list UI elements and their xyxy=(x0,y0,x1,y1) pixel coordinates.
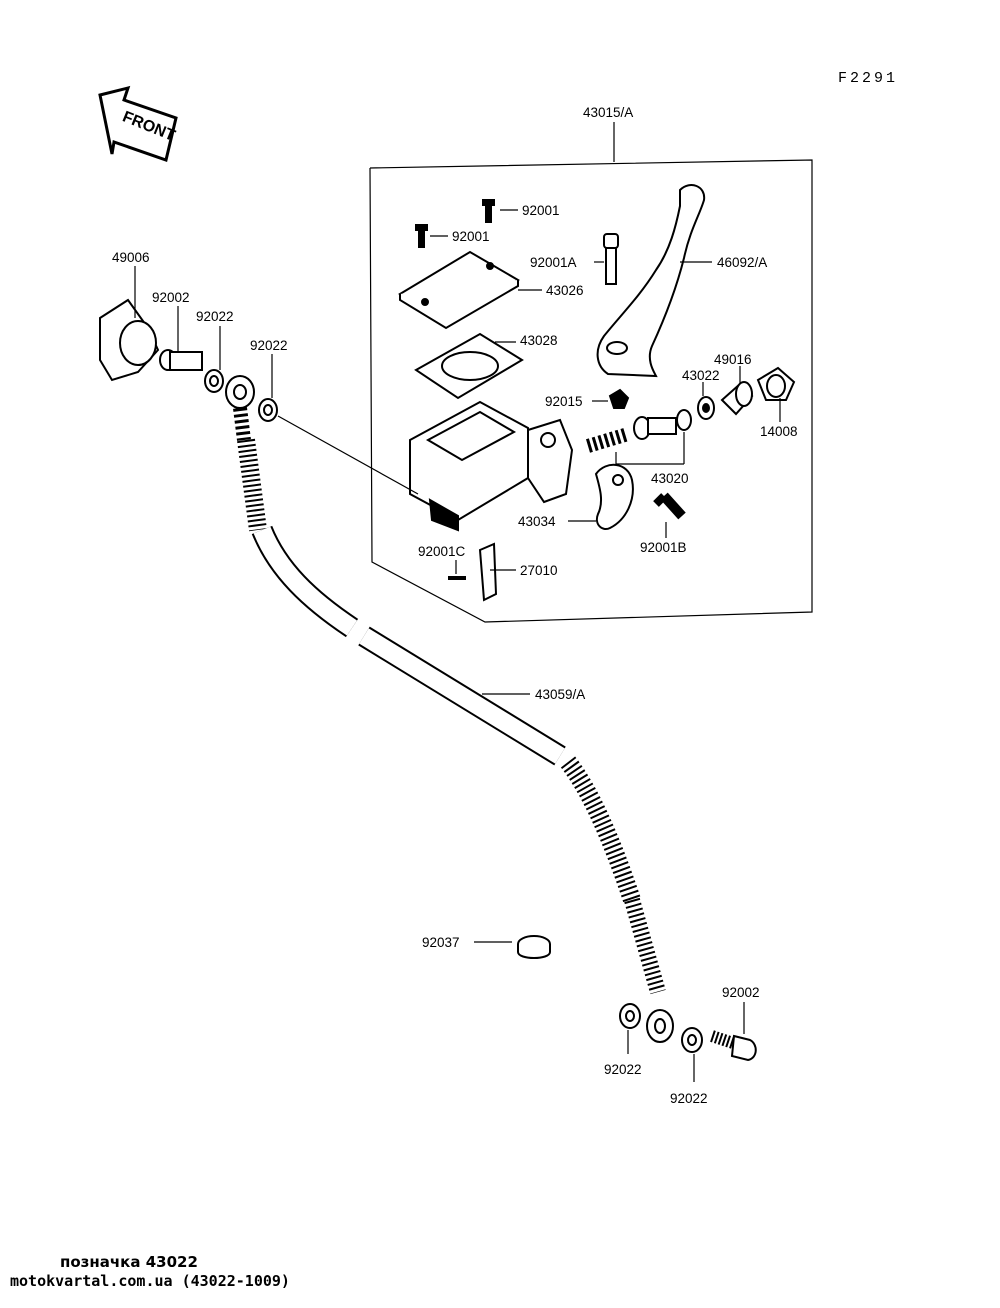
label-92022-bottom-1: 92022 xyxy=(604,1062,642,1077)
label-27010: 27010 xyxy=(520,563,558,578)
label-14008: 14008 xyxy=(760,424,798,439)
label-43020: 43020 xyxy=(651,471,689,486)
washer-43022 xyxy=(697,382,715,420)
banjo-fitting-top xyxy=(225,375,255,409)
leader-line-cylinder xyxy=(277,415,419,495)
washer-92022-top-1 xyxy=(204,326,224,393)
label-46092A: 46092/A xyxy=(717,255,767,270)
label-43015A: 43015/A xyxy=(583,105,633,120)
label-43034: 43034 xyxy=(518,514,556,529)
brake-lever-46092A xyxy=(596,184,712,378)
nut-92015 xyxy=(592,388,630,409)
diaphragm-43028 xyxy=(414,332,524,400)
label-92037: 92037 xyxy=(422,935,460,950)
label-92002-bottom: 92002 xyxy=(722,985,760,1000)
screw-92001-left xyxy=(415,224,448,248)
grommet-92037 xyxy=(474,935,551,959)
cover-14008 xyxy=(756,366,796,422)
label-92001A: 92001A xyxy=(530,255,577,270)
bolt-92001B xyxy=(653,492,686,538)
label-92022-bottom-2: 92022 xyxy=(670,1091,708,1106)
label-92001C: 92001C xyxy=(418,544,466,559)
piston-assembly-43020 xyxy=(585,409,692,465)
banjo-fitting-bottom xyxy=(646,1009,674,1043)
screw-92001C xyxy=(448,560,466,580)
label-92001B: 92001B xyxy=(640,540,687,555)
washer-92022-bottom-1 xyxy=(619,1003,641,1054)
label-49006: 49006 xyxy=(112,250,150,265)
reservoir-cap-43026 xyxy=(398,250,542,330)
label-92015: 92015 xyxy=(545,394,583,409)
label-43022: 43022 xyxy=(682,368,720,383)
boot-49006 xyxy=(99,266,160,382)
front-arrow-icon: FRONT xyxy=(98,85,178,162)
footer-source: motokvartal.com.ua (43022-1009) xyxy=(10,1272,290,1290)
switch-27010 xyxy=(478,542,516,602)
screw-92001-top xyxy=(482,199,518,223)
banjo-bolt-92002-top xyxy=(159,306,203,371)
label-92022-top-1: 92022 xyxy=(196,309,234,324)
washer-92022-bottom-2 xyxy=(681,1027,703,1082)
label-43059A: 43059/A xyxy=(535,687,585,702)
boot-49016 xyxy=(720,366,754,416)
clamp-43034 xyxy=(568,464,634,530)
figure-code: F2291 xyxy=(838,70,898,87)
footer-part-note: позначка 43022 xyxy=(60,1253,198,1271)
label-92001-left: 92001 xyxy=(452,229,490,244)
banjo-bolt-92002-bottom xyxy=(710,1002,757,1062)
washer-92022-top-2 xyxy=(258,354,278,422)
label-92002-top: 92002 xyxy=(152,290,190,305)
master-cylinder-body xyxy=(409,400,574,532)
label-92022-top-2: 92022 xyxy=(250,338,288,353)
brake-hose-43059A xyxy=(233,407,666,995)
pivot-bolt-92001A xyxy=(594,233,619,285)
label-43026: 43026 xyxy=(546,283,584,298)
label-92001-top: 92001 xyxy=(522,203,560,218)
assembly-box xyxy=(369,122,813,623)
label-43028: 43028 xyxy=(520,333,558,348)
label-49016: 49016 xyxy=(714,352,752,367)
